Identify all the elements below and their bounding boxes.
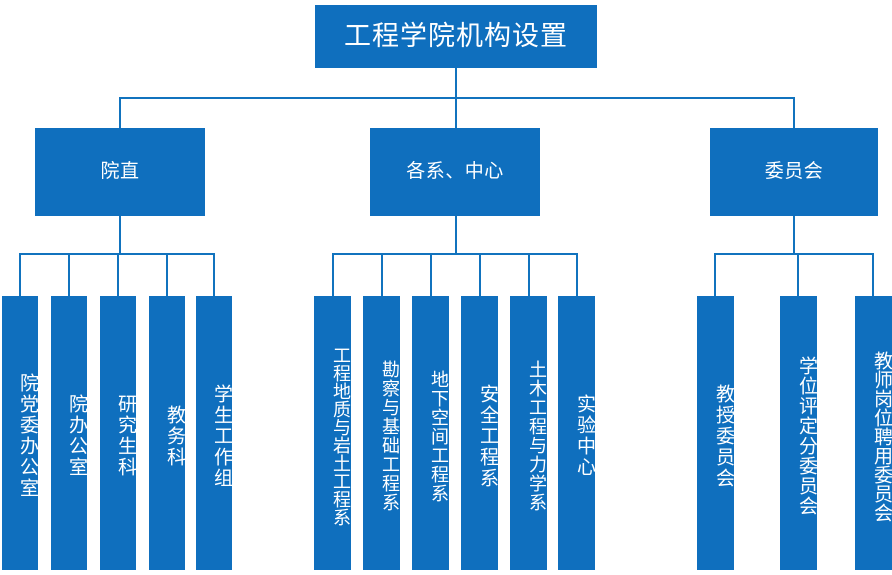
branch-node-label: 委员会 <box>764 160 824 182</box>
leaf-node-survey-foundation-engineering[interactable]: 勘察与基础工程系 <box>363 296 400 570</box>
leaf-node-degree-evaluation-subcommittee[interactable]: 学位评定分委员会 <box>780 296 817 570</box>
connector-drop-g1-leaf-4 <box>166 253 168 296</box>
connector-drop-g2-leaf-2 <box>381 253 383 296</box>
branch-node-yuanzhi[interactable]: 院直 <box>35 128 205 216</box>
root-node-label: 工程学院机构设置 <box>344 20 568 51</box>
connector-distributor-group-2 <box>332 253 578 255</box>
leaf-node-label: 院党委办公室 <box>17 373 38 499</box>
leaf-node-label: 学位评定分委员会 <box>796 356 817 516</box>
leaf-node-professors-committee[interactable]: 教授委员会 <box>697 296 734 570</box>
connector-drop-g1-leaf-2 <box>68 253 70 296</box>
branch-node-label: 各系、中心 <box>406 160 504 182</box>
leaf-node-label: 工程地质与岩土工程系 <box>331 346 351 526</box>
connector-drop-g2-leaf-3 <box>430 253 432 296</box>
connector-stem-group-1 <box>119 216 121 253</box>
connector-stem-group-3 <box>793 216 795 253</box>
connector-drop-g1-leaf-5 <box>213 253 215 296</box>
connector-drop-g2-leaf-4 <box>479 253 481 296</box>
leaf-node-party-committee-office[interactable]: 院党委办公室 <box>2 296 38 570</box>
connector-drop-branch-2 <box>455 97 457 128</box>
leaf-node-label: 教授委员会 <box>713 383 734 489</box>
connector-drop-branch-1 <box>119 97 121 128</box>
connector-stem-group-2 <box>455 216 457 253</box>
leaf-node-label: 院办公室 <box>66 394 87 478</box>
connector-drop-g2-leaf-6 <box>576 253 578 296</box>
leaf-node-label: 勘察与基础工程系 <box>380 360 400 512</box>
leaf-node-teacher-post-appointment-committee[interactable]: 教师岗位聘用委员会 <box>855 296 892 570</box>
leaf-node-academic-affairs-section[interactable]: 教务科 <box>149 296 185 570</box>
branch-node-label: 院直 <box>100 160 140 182</box>
leaf-node-label: 教务科 <box>164 404 185 468</box>
leaf-node-label: 土木工程与力学系 <box>527 360 547 512</box>
connector-drop-g3-leaf-2 <box>797 253 799 296</box>
leaf-node-engineering-geology-geotechnical[interactable]: 工程地质与岩土工程系 <box>314 296 351 570</box>
leaf-node-experiment-center[interactable]: 实验中心 <box>558 296 595 570</box>
root-node-engineering-college[interactable]: 工程学院机构设置 <box>315 5 597 68</box>
leaf-node-label: 研究生科 <box>115 394 136 478</box>
connector-drop-g3-leaf-1 <box>714 253 716 296</box>
leaf-node-student-work-group[interactable]: 学生工作组 <box>196 296 232 570</box>
leaf-node-safety-engineering[interactable]: 安全工程系 <box>461 296 498 570</box>
connector-drop-g2-leaf-1 <box>332 253 334 296</box>
connector-root-stem <box>455 68 457 97</box>
leaf-node-label: 学生工作组 <box>211 383 232 489</box>
leaf-node-civil-engineering-mechanics[interactable]: 土木工程与力学系 <box>510 296 547 570</box>
leaf-node-college-office[interactable]: 院办公室 <box>51 296 87 570</box>
leaf-node-label: 实验中心 <box>574 394 595 478</box>
leaf-node-label: 教师岗位聘用委员会 <box>871 350 892 522</box>
connector-drop-g1-leaf-3 <box>117 253 119 296</box>
connector-distributor-group-1 <box>19 253 213 255</box>
leaf-node-label: 安全工程系 <box>477 383 498 489</box>
branch-node-committees[interactable]: 委员会 <box>710 128 878 216</box>
leaf-node-label: 地下空间工程系 <box>429 369 449 503</box>
connector-drop-g3-leaf-3 <box>872 253 874 296</box>
connector-drop-g2-leaf-5 <box>528 253 530 296</box>
connector-root-distributor <box>120 97 795 99</box>
branch-node-departments-centers[interactable]: 各系、中心 <box>370 128 540 216</box>
connector-drop-branch-3 <box>793 97 795 128</box>
connector-distributor-group-3 <box>714 253 874 255</box>
connector-drop-g1-leaf-1 <box>19 253 21 296</box>
leaf-node-underground-space-engineering[interactable]: 地下空间工程系 <box>412 296 449 570</box>
leaf-node-graduate-section[interactable]: 研究生科 <box>100 296 136 570</box>
